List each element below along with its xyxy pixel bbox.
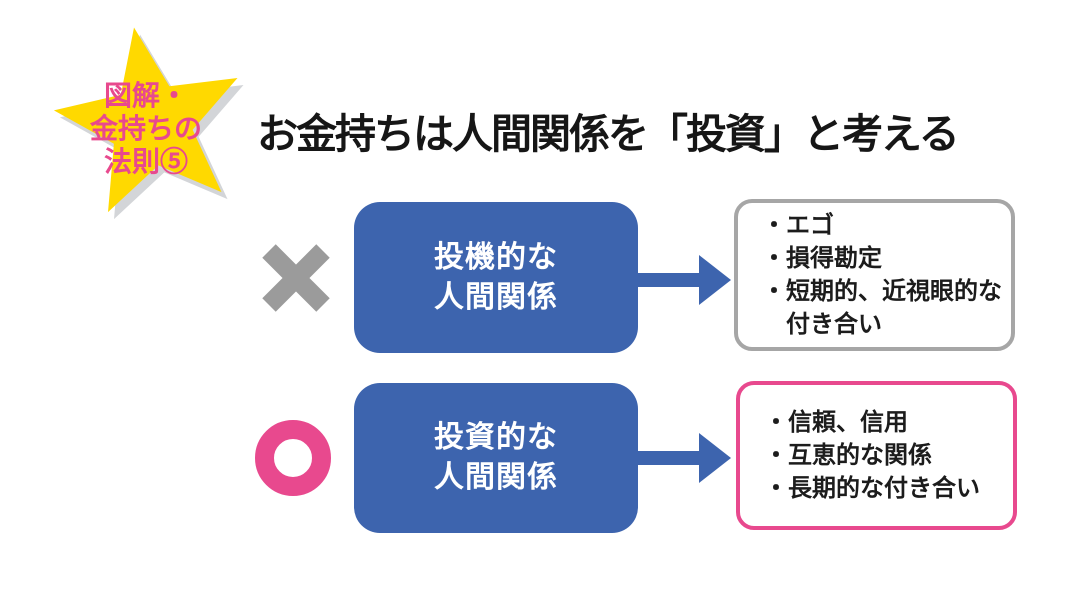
badge-line-1: 図解・ bbox=[103, 80, 188, 111]
badge-line-3: 法則⑤ bbox=[103, 146, 188, 177]
arrow-right-icon bbox=[637, 433, 731, 483]
speculative-bullet-3-cont: 付き合い bbox=[762, 311, 882, 338]
investment-results-box: ・信頼、信用 ・互恵的な関係 ・長期的な付き合い bbox=[736, 381, 1017, 530]
badge-line-2: 金持ちの bbox=[89, 113, 202, 144]
cross-mark-icon bbox=[262, 244, 330, 312]
speculative-label-line2: 人間関係 bbox=[434, 280, 558, 314]
speculative-label-line1: 投機的な bbox=[434, 240, 558, 274]
investment-box: 投資的な 人間関係 bbox=[354, 383, 638, 533]
star-badge-icon bbox=[53, 27, 238, 213]
arrow-right-icon bbox=[637, 255, 731, 305]
speculative-box: 投機的な 人間関係 bbox=[354, 202, 638, 353]
page-title: お金持ちは人間関係を「投資」と考える bbox=[257, 111, 960, 157]
speculative-bullet-1: ・エゴ bbox=[762, 212, 834, 239]
speculative-results-box: ・エゴ ・損得勘定 ・短期的、近視眼的な 付き合い bbox=[734, 199, 1015, 351]
investment-bullet-2: ・互恵的な関係 bbox=[764, 442, 932, 469]
speculative-bullet-3: ・短期的、近視眼的な bbox=[762, 278, 1002, 305]
speculative-bullet-2: ・損得勘定 bbox=[762, 245, 882, 272]
investment-bullet-3: ・長期的な付き合い bbox=[764, 475, 980, 502]
investment-label-line2: 人間関係 bbox=[434, 461, 558, 494]
investment-bullet-1: ・信頼、信用 bbox=[764, 409, 908, 436]
investment-label-line1: 投資的な bbox=[434, 421, 558, 454]
circle-mark-icon bbox=[255, 420, 331, 496]
badge-label: 図解・ 金持ちの 法則⑤ bbox=[40, 79, 252, 178]
